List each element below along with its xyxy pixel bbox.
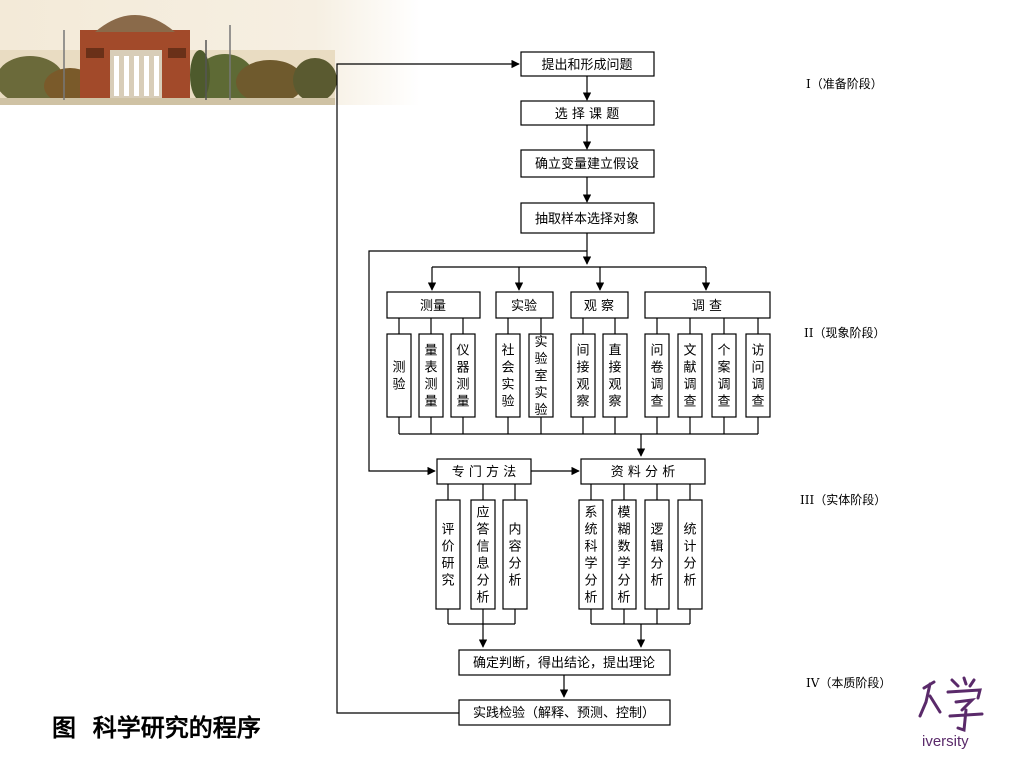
method-box-8: 问卷调查: [644, 333, 670, 418]
group-experiment-label: 实验: [511, 298, 537, 314]
method-box-5-label: 实验室实验: [534, 335, 547, 418]
step-sampling: 抽取样本选择对象: [520, 202, 655, 234]
analysis-item-3: 逻辑分析: [644, 499, 670, 610]
stage-3-label: III（实体阶段）: [800, 492, 886, 507]
special-item-1-label: 评价研究: [441, 523, 454, 589]
method-box-4-label: 社会实验: [501, 343, 514, 410]
method-box-9-label: 文献调查: [683, 344, 696, 410]
step-propose-problem: 提出和形成问题: [520, 51, 655, 77]
special-item-3: 内容分析: [502, 499, 528, 610]
stage-2-label: II（现象阶段）: [804, 325, 885, 340]
method-box-6: 间接观察: [570, 333, 596, 418]
group-experiment: 实验: [495, 291, 554, 319]
analysis-item-4-label: 统计分析: [683, 523, 696, 589]
data-analysis-box: 资 料 分 析: [580, 458, 706, 485]
method-box-2-label: 量表测量: [424, 344, 437, 410]
method-box-5: 实验室实验: [528, 333, 554, 418]
special-item-2-label: 应答信息分析: [476, 505, 489, 606]
stage-1-label: I（准备阶段）: [806, 76, 883, 91]
figure-caption: 图 科学研究的程序: [52, 713, 261, 742]
special-methods-box: 专 门 方 法: [436, 458, 532, 485]
method-box-1: 测验: [386, 333, 412, 418]
practice-test-box: 实践检验（解释、预测、控制）: [458, 699, 671, 726]
data-analysis-label: 资 料 分 析: [611, 465, 675, 480]
special-item-1: 评价研究: [435, 499, 461, 610]
special-item-2: 应答信息分析: [470, 499, 496, 610]
stage-4-label: IV（本质阶段）: [806, 675, 891, 690]
practice-test-label: 实践检验（解释、预测、控制）: [473, 705, 655, 721]
step-sampling-label: 抽取样本选择对象: [535, 212, 639, 227]
method-boxes: 测验 量表测量 仪器测量 社会实验 实验室实验 间接观察 直接观察 问卷调查 文献调查 个案调查 访…: [386, 333, 771, 418]
conclusion-box: 确定判断，得出结论，提出理论: [458, 649, 671, 676]
special-methods-label: 专 门 方 法: [452, 464, 516, 480]
analysis-boxes: 评价研究 应答信息分析 内容分析 系统科学分析 模糊数学分析 逻辑分析 统计分析: [435, 499, 703, 610]
step-select-topic-label: 选 择 课 题: [555, 107, 619, 122]
step-hypothesis-label: 确立变量建立假设: [535, 156, 639, 172]
method-box-11: 访问调查: [745, 333, 771, 418]
campus-building-photo: [0, 0, 420, 105]
method-box-11-label: 访问调查: [751, 344, 764, 410]
group-measurement: 测量: [386, 291, 481, 319]
special-item-3-label: 内容分析: [508, 522, 521, 589]
method-box-7: 直接观察: [602, 333, 628, 418]
method-box-6-label: 间接观察: [576, 344, 589, 410]
group-observation: 观 察: [570, 291, 629, 319]
method-box-3: 仪器测量: [450, 333, 476, 418]
step-select-topic: 选 择 课 题: [520, 100, 655, 126]
group-measurement-label: 测量: [420, 299, 446, 314]
method-box-4: 社会实验: [495, 333, 521, 418]
method-box-10: 个案调查: [711, 333, 737, 418]
method-box-1-label: 测验: [392, 361, 405, 393]
group-survey-label: 调 查: [692, 299, 722, 314]
conclusion-label: 确定判断，得出结论，提出理论: [473, 655, 655, 671]
analysis-item-2-label: 模糊数学分析: [617, 506, 630, 606]
method-box-10-label: 个案调查: [717, 344, 730, 410]
method-box-3-label: 仪器测量: [456, 344, 469, 410]
analysis-item-1-label: 系统科学分析: [584, 506, 597, 606]
logo-wordmark: iversity: [922, 733, 969, 750]
method-box-7-label: 直接观察: [608, 344, 621, 410]
analysis-item-3-label: 逻辑分析: [650, 523, 663, 589]
step-hypothesis: 确立变量建立假设: [520, 149, 655, 178]
analysis-item-1: 系统科学分析: [578, 499, 604, 610]
analysis-item-4: 统计分析: [677, 499, 703, 610]
group-observation-label: 观 察: [584, 299, 614, 314]
step-propose-problem-label: 提出和形成问题: [541, 57, 632, 73]
method-box-9: 文献调查: [677, 333, 703, 418]
group-survey: 调 查: [644, 291, 771, 319]
university-logo: [918, 676, 984, 733]
method-box-2: 量表测量: [418, 333, 444, 418]
analysis-item-2: 模糊数学分析: [611, 499, 637, 610]
method-box-8-label: 问卷调查: [650, 344, 663, 410]
